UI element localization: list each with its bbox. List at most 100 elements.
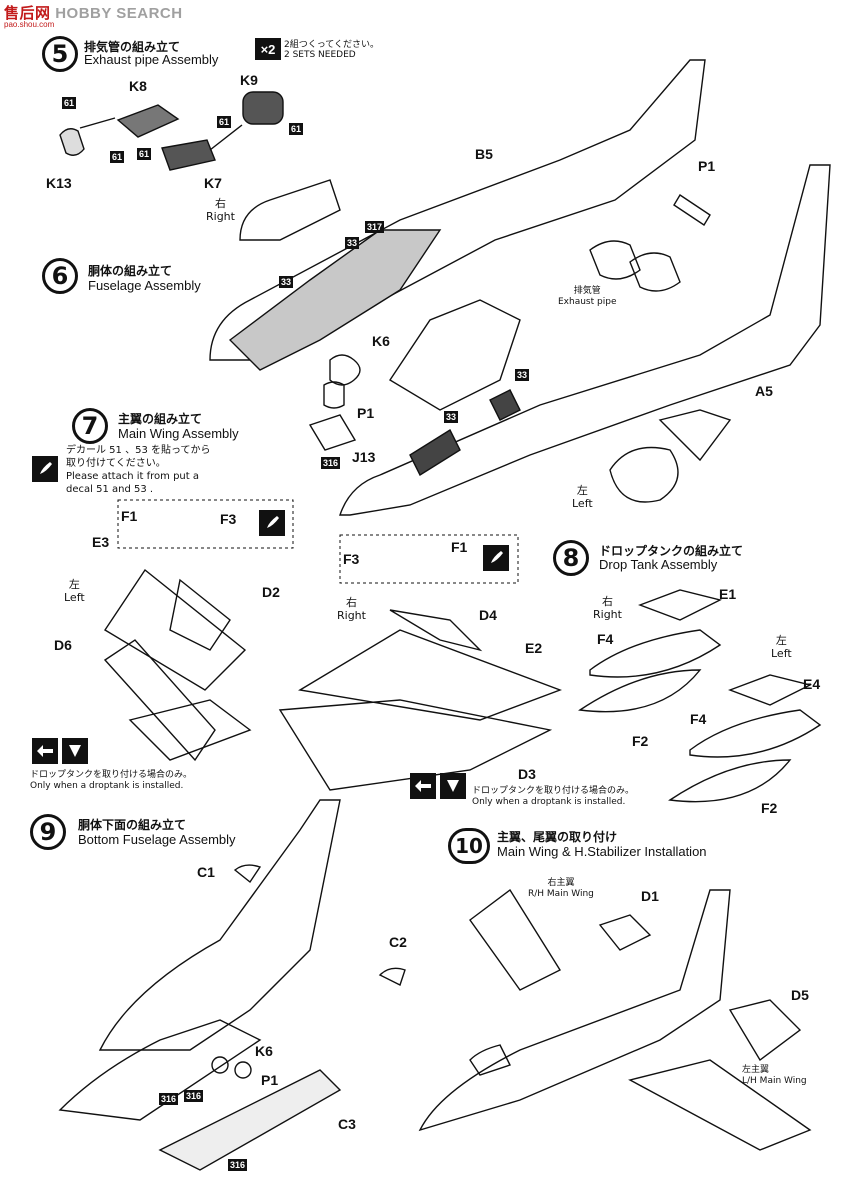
part-p1-mid: P1 (357, 405, 375, 421)
cut-part-icon-2 (447, 780, 459, 792)
left-en-8: Left (771, 647, 792, 660)
wing-installation-drawing (418, 888, 812, 1151)
right-en: Right (206, 210, 235, 223)
left-label-step8: 左 Left (771, 634, 792, 660)
part-f2-bottom: F2 (761, 800, 778, 816)
step-10-title-en: Main Wing & H.Stabilizer Installation (497, 844, 707, 859)
tag-316-b: 316 (159, 1093, 179, 1105)
tag-61-c: 61 (137, 148, 152, 160)
right-label-step7: 右 Right (337, 596, 366, 622)
rh-main-wing-label: 右主翼 R/H Main Wing (528, 878, 594, 900)
decal-icon-step7-right (483, 545, 509, 571)
part-f3-left: F3 (220, 511, 237, 527)
step-5-title-en: Exhaust pipe Assembly (84, 52, 219, 67)
part-e2: E2 (525, 640, 543, 656)
decal-brush-icon-2 (267, 516, 279, 528)
part-d2: D2 (262, 584, 280, 600)
tag-61-b: 61 (110, 151, 125, 163)
sets-count-badge: ×2 (255, 38, 281, 60)
left-label-step6: 左 Left (572, 484, 593, 510)
step-8-title-en: Drop Tank Assembly (599, 557, 718, 572)
decal-icon (32, 456, 58, 482)
tag-33-d: 33 (444, 411, 459, 423)
lh-wing-en: L/H Main Wing (742, 1076, 807, 1086)
droptank-note-left-jp: ドロップタンクを取り付ける場合のみ。 (30, 770, 193, 780)
watermark-sub: pao.shou.com (4, 20, 55, 29)
step-7-title-en: Main Wing Assembly (118, 426, 239, 441)
part-d3: D3 (518, 766, 536, 782)
fuselage-drawing (209, 59, 831, 516)
step-5-title-jp: 排気管の組み立て (84, 40, 181, 54)
step-9-title-jp: 胴体下面の組み立て (78, 818, 187, 832)
right-en-7: Right (337, 609, 366, 622)
watermark-brand: HOBBY SEARCH (55, 5, 183, 22)
part-p1-top: P1 (698, 158, 716, 174)
step-8-number: 8 (553, 540, 589, 576)
part-c1: C1 (197, 864, 215, 880)
tag-61-e: 61 (289, 123, 304, 135)
part-e3: E3 (92, 534, 110, 550)
part-c3: C3 (338, 1116, 356, 1132)
tag-316-d: 316 (228, 1159, 248, 1171)
part-k8: K8 (129, 78, 147, 94)
lh-main-wing-label: 左主翼 L/H Main Wing (742, 1065, 807, 1087)
step-9-number: 9 (30, 814, 66, 850)
part-c2: C2 (389, 934, 407, 950)
exhaust-parts-drawing (59, 91, 284, 171)
part-a5: A5 (755, 383, 773, 399)
part-f4-top: F4 (597, 631, 614, 647)
step-9-title-en: Bottom Fuselage Assembly (78, 832, 236, 847)
decal-note-en1: Please attach it from put a (66, 471, 199, 482)
part-f2-top: F2 (632, 733, 649, 749)
step-8-title-jp: ドロップタンクの組み立て (599, 544, 744, 558)
watermark-mark: 售后网 (4, 5, 51, 22)
drill-hole-icon-left (32, 738, 58, 764)
part-f3-right: F3 (343, 551, 360, 567)
droptank-note-right-en: Only when a droptank is installed. (472, 797, 626, 807)
part-f4-bottom: F4 (690, 711, 707, 727)
droptank-note-right: ドロップタンクを取り付ける場合のみ。 Only when a droptank … (472, 786, 634, 808)
right-en-8: Right (593, 608, 622, 621)
decal-note-en2: decal 51 and 53 . (66, 484, 154, 495)
decal-note-jp2: 取り付けてください。 (66, 458, 166, 469)
drop-tank-drawing (578, 589, 822, 803)
tag-33-c: 33 (515, 369, 530, 381)
decal-brush-icon (40, 462, 52, 474)
right-label-step8: 右 Right (593, 595, 622, 621)
left-en: Left (572, 497, 593, 510)
watermark-logo: 售后网 HOBBY SEARCH (4, 2, 183, 23)
left-en-7: Left (64, 591, 85, 604)
sets-en: 2 SETS NEEDED (284, 50, 356, 60)
tag-61-d: 61 (217, 116, 232, 128)
bottom-fuselage-drawing (58, 799, 406, 1171)
tag-33-b: 33 (279, 276, 294, 288)
rh-wing-en: R/H Main Wing (528, 889, 594, 899)
cut-icon-left (62, 738, 88, 764)
part-d6: D6 (54, 637, 72, 653)
right-label-step6: 右 Right (206, 197, 235, 223)
cut-icon-right (440, 773, 466, 799)
tag-61-a: 61 (62, 97, 77, 109)
part-b5: B5 (475, 146, 493, 162)
open-hole-icon-2 (415, 780, 431, 792)
tag-316-c: 316 (184, 1090, 204, 1102)
step-7-title-jp: 主翼の組み立て (118, 412, 203, 426)
step-5-number: 5 (42, 36, 78, 72)
decal-icon-step7 (259, 510, 285, 536)
drill-hole-icon-right (410, 773, 436, 799)
exhaust-pipe-label: 排気管 Exhaust pipe (558, 286, 616, 308)
part-p1-bottom: P1 (261, 1072, 279, 1088)
tag-33-a: 33 (345, 237, 360, 249)
main-wing-drawing (103, 568, 562, 791)
part-d5: D5 (791, 987, 809, 1003)
part-e1: E1 (719, 586, 737, 602)
tag-317: 317 (365, 221, 385, 233)
decal-brush-icon-3 (491, 551, 503, 563)
right-jp-7: 右 (345, 596, 357, 609)
part-f1-right: F1 (451, 539, 468, 555)
left-jp-8: 左 (775, 634, 787, 647)
decal-note-jp1: デカール 51 、53 を貼ってから (66, 445, 211, 456)
part-k9: K9 (240, 72, 258, 88)
rh-wing-jp: 右主翼 (547, 878, 575, 888)
part-f1-left: F1 (121, 508, 138, 524)
